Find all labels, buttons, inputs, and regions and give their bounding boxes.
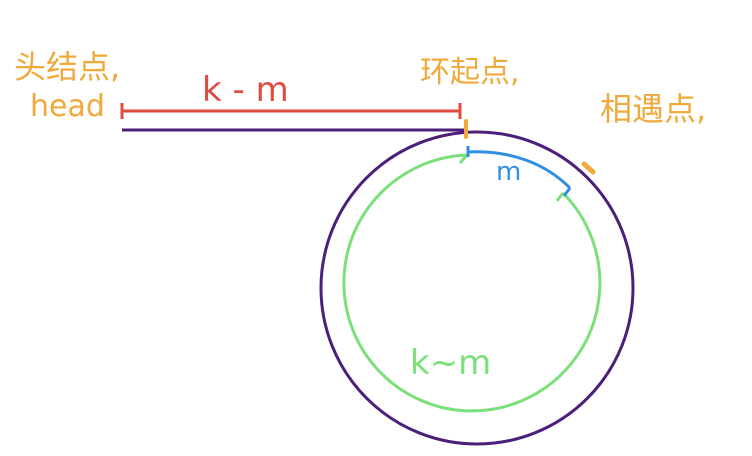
inner-arc-tick-end bbox=[555, 192, 565, 202]
inner-arc-k-minus-m bbox=[342, 153, 602, 413]
arc-m bbox=[467, 150, 572, 190]
cycle-start-label: 环起点, bbox=[420, 55, 520, 90]
cycle-outer-circle bbox=[319, 130, 635, 446]
head-label-line1: 头结点, bbox=[14, 48, 120, 86]
inner-arc-label: k~m bbox=[410, 343, 491, 383]
top-segment-bracket bbox=[120, 103, 462, 119]
head-label-line2: head bbox=[30, 89, 105, 124]
arc-m-tick-end bbox=[562, 187, 572, 197]
inner-arc-tick-start bbox=[458, 154, 469, 164]
arc-m-label: m bbox=[496, 157, 521, 187]
top-segment-label: k - m bbox=[202, 70, 289, 110]
meeting-point-marker bbox=[581, 161, 596, 175]
meeting-point-label: 相遇点, bbox=[600, 90, 706, 128]
